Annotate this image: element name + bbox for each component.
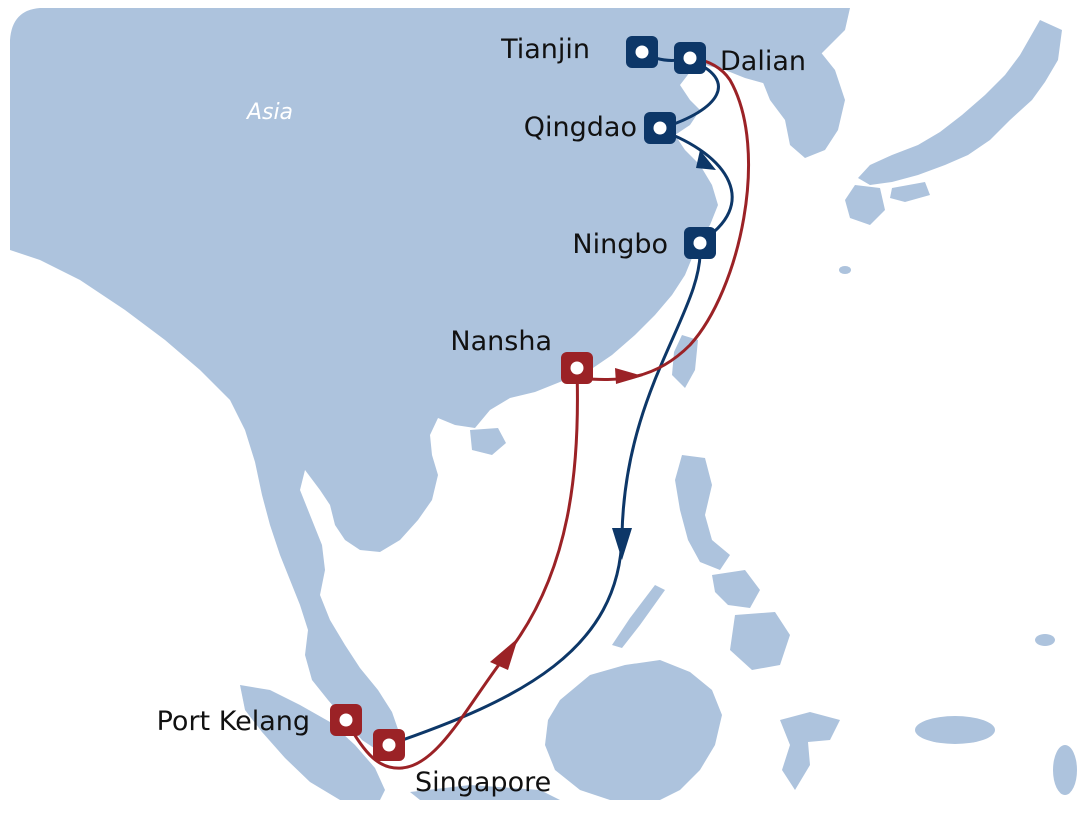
port-label-singapore[interactable]: Singapore	[415, 767, 551, 798]
sumatra	[240, 685, 385, 800]
hainan	[470, 428, 506, 455]
port-markers	[330, 36, 716, 761]
port-marker-icon[interactable]	[674, 42, 706, 74]
port-label-ningbo[interactable]: Ningbo	[572, 229, 668, 260]
port-marker-icon[interactable]	[373, 729, 405, 761]
philippines-visayas	[712, 570, 760, 608]
port-labels: Tianjin Dalian Qingdao Ningbo Nansha Por…	[157, 34, 806, 798]
japan-main	[858, 20, 1062, 185]
small-island	[1053, 745, 1077, 795]
small-island	[1035, 634, 1055, 646]
java	[410, 785, 560, 800]
korean-peninsula	[760, 40, 845, 158]
port-label-dalian[interactable]: Dalian	[720, 46, 806, 77]
port-label-port-kelang[interactable]: Port Kelang	[157, 706, 310, 737]
region-label-asia: Asia	[245, 100, 293, 125]
port-label-nansha[interactable]: Nansha	[450, 326, 552, 357]
direction-arrow-icon	[612, 528, 632, 560]
philippines-palawan	[612, 585, 665, 648]
small-island	[915, 716, 995, 744]
port-marker-icon[interactable]	[684, 227, 716, 259]
borneo	[545, 660, 722, 800]
direction-arrow-icon	[490, 638, 518, 670]
south-loop-route	[344, 56, 751, 770]
route-singapore-nansha	[400, 368, 579, 770]
port-label-qingdao[interactable]: Qingdao	[524, 112, 637, 143]
port-label-tianjin[interactable]: Tianjin	[500, 34, 590, 65]
route-qingdao-ningbo	[658, 128, 734, 244]
sulawesi	[780, 712, 840, 790]
port-marker-icon[interactable]	[561, 352, 593, 384]
landmass-layer	[10, 8, 1077, 800]
japan-shikoku	[890, 182, 930, 202]
mainland-asia	[10, 8, 850, 752]
japan-kyushu	[845, 185, 885, 225]
port-marker-icon[interactable]	[330, 704, 362, 736]
philippines-luzon	[675, 455, 730, 570]
port-marker-icon[interactable]	[626, 36, 658, 68]
small-island	[839, 266, 851, 274]
port-marker-icon[interactable]	[644, 112, 676, 144]
taiwan	[672, 335, 698, 388]
direction-arrow-icon	[615, 368, 643, 384]
philippines-mindanao	[730, 612, 790, 670]
direction-arrow-icon	[696, 150, 716, 170]
